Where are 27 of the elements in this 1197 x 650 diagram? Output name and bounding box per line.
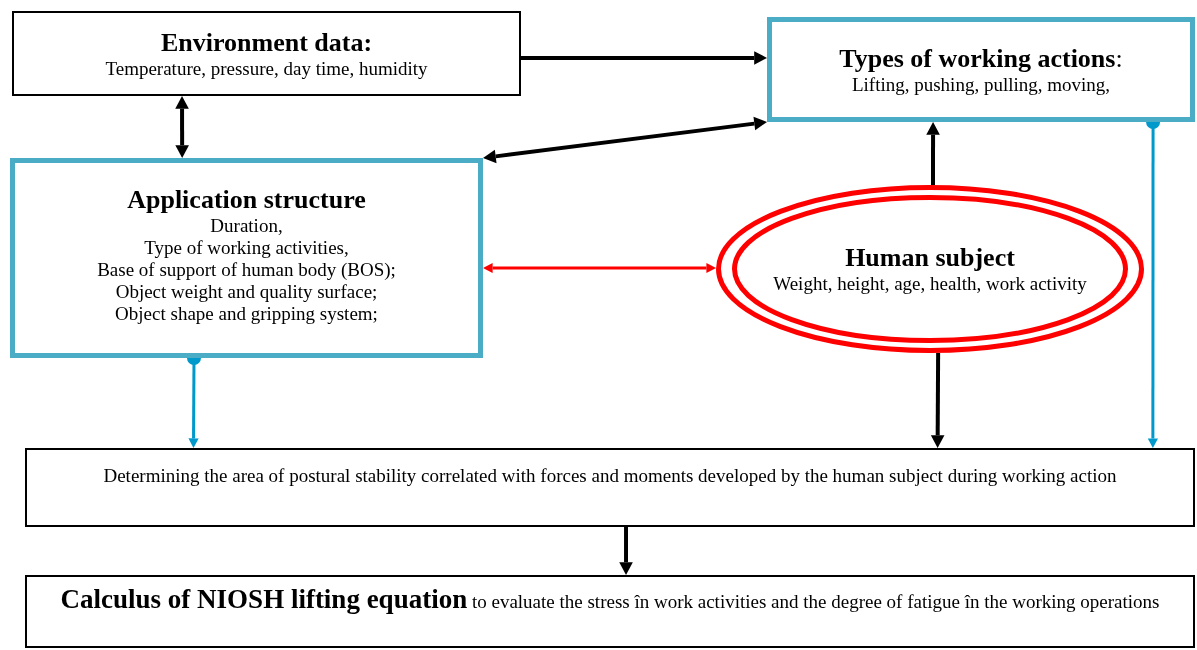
node-text: Determining the area of postural stability correlated with forces and moments developed by the human subject during working action bbox=[103, 464, 1117, 488]
node-heading: Human subject bbox=[845, 243, 1015, 273]
process-box bbox=[25, 448, 1195, 527]
process-box bbox=[25, 575, 1195, 648]
arrow bbox=[619, 527, 633, 575]
process-box bbox=[12, 11, 521, 96]
node-text: Weight, height, age, health, work activity bbox=[773, 273, 1087, 295]
node-text: Duration, bbox=[210, 215, 283, 237]
node-text: Object shape and gripping system; bbox=[115, 303, 378, 325]
node-heading: Application structure bbox=[127, 185, 366, 215]
node-text: Lifting, pushing, pulling, moving, bbox=[851, 73, 1111, 96]
arrow bbox=[926, 122, 940, 185]
arrow bbox=[521, 51, 767, 65]
node-heading: Types of working actions: bbox=[839, 43, 1123, 74]
arrow bbox=[483, 262, 716, 274]
process-box bbox=[10, 158, 483, 358]
arrow bbox=[930, 353, 945, 448]
node-text: Base of support of human body (BOS); bbox=[97, 259, 396, 281]
arrow bbox=[483, 116, 767, 164]
ellipse-node bbox=[716, 185, 1144, 353]
node-text: Temperature, pressure, day time, humidity bbox=[105, 57, 428, 80]
arrow bbox=[175, 96, 189, 158]
process-box bbox=[767, 17, 1195, 122]
node-text: Calculus of NIOSH lifting equation to evaluate the stress în work activities and the degree of fatigue în the working operations bbox=[60, 585, 1160, 616]
node-heading: Environment data: bbox=[160, 27, 373, 58]
node-text: Object weight and quality surface; bbox=[115, 281, 378, 303]
node-text: Type of working activities, bbox=[144, 237, 349, 259]
